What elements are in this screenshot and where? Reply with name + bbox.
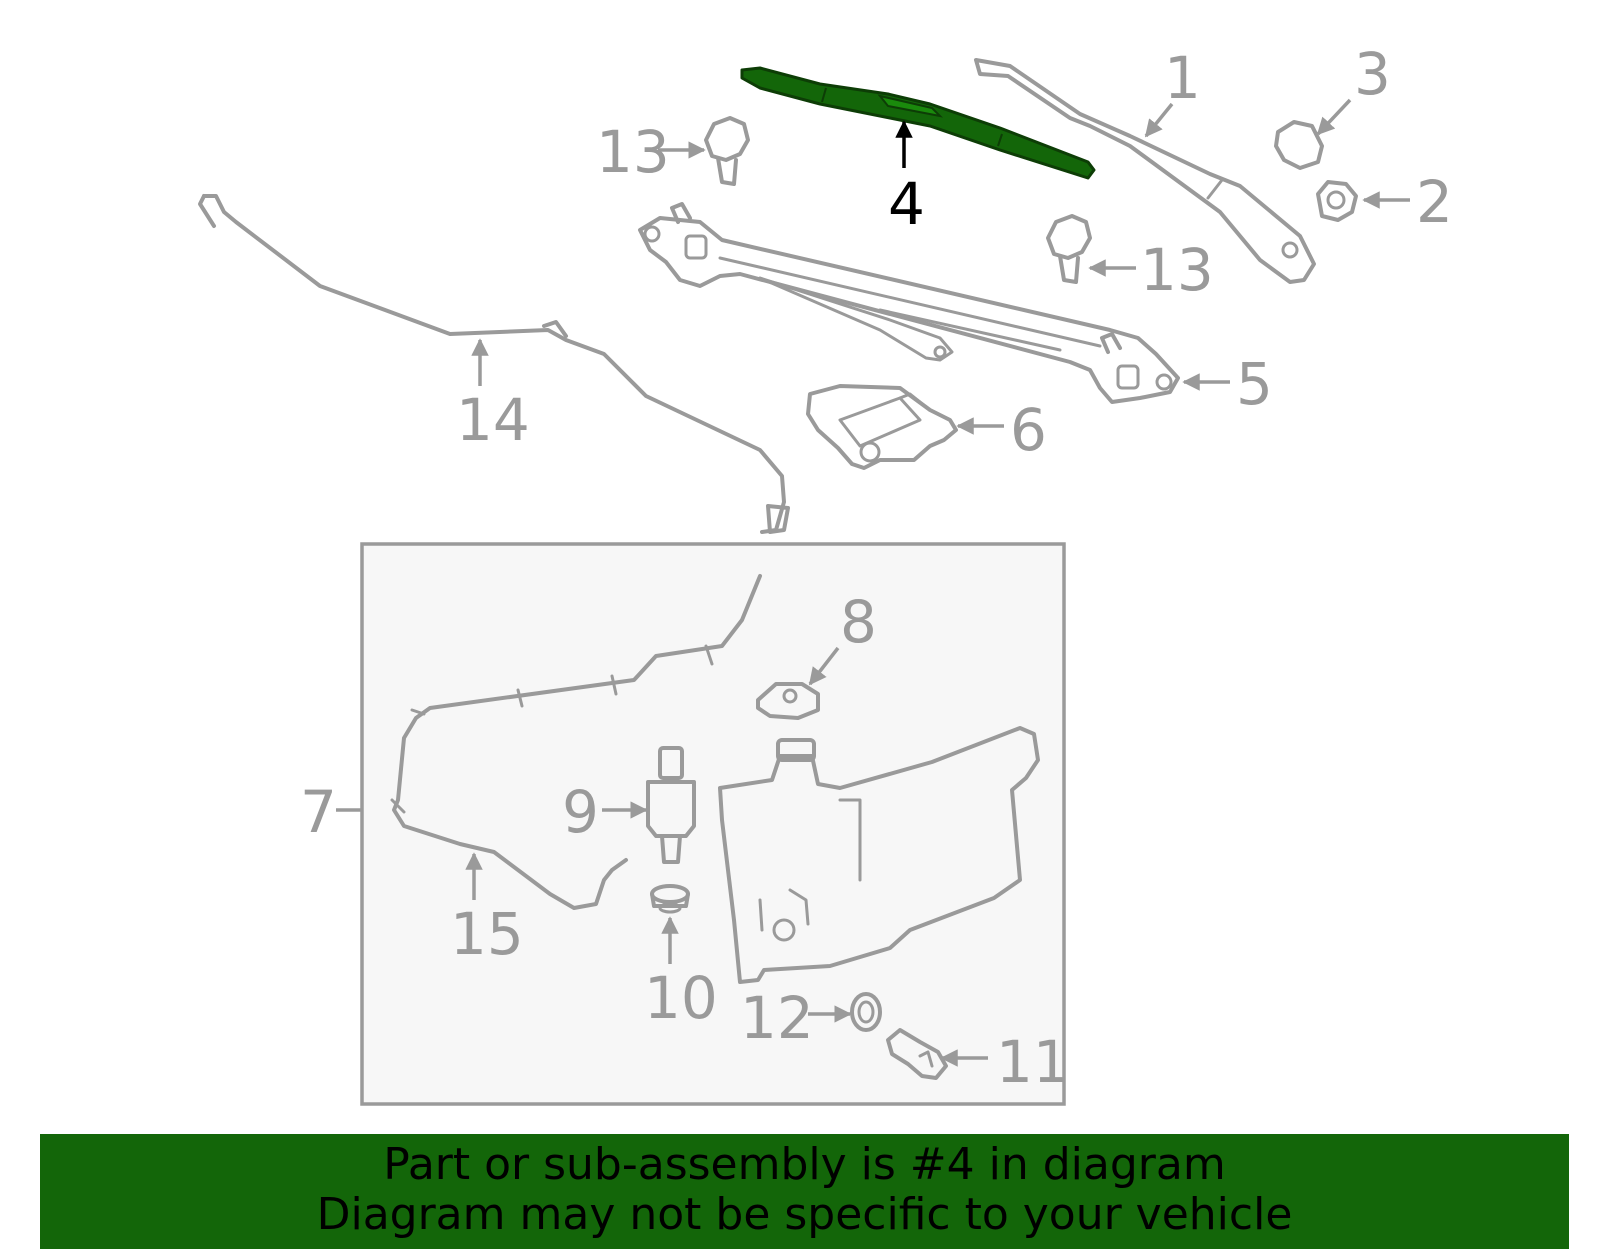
wiper-arm-part-1[interactable] [974,58,1316,284]
callout-11: 11 [996,1028,1070,1096]
callout-12: 12 [740,984,814,1052]
washer-hose-part-15[interactable] [390,574,762,910]
washer-nozzle-part-13-lower[interactable] [1046,214,1092,284]
callout-5: 5 [1236,350,1273,418]
leader-line-8 [808,646,840,686]
callout-14: 14 [456,386,530,454]
leader-line-3 [1316,98,1352,136]
level-sensor-part-11[interactable] [886,1028,948,1080]
washer-nozzle-part-13-upper[interactable] [704,116,750,186]
callout-2: 2 [1416,168,1453,236]
callout-15: 15 [450,900,524,968]
info-banner: Part or sub-assembly is #4 in diagram Di… [40,1134,1569,1249]
wiper-motor-part-6[interactable] [806,384,958,470]
callout-4: 4 [888,170,925,238]
banner-line-disclaimer: Diagram may not be specific to your vehi… [316,1189,1293,1240]
leader-line-1 [1144,102,1174,138]
wiper-blade-part-4[interactable] [740,66,1096,180]
callout-8: 8 [840,588,877,656]
callout-6: 6 [1010,396,1047,464]
wiper-linkage-part-5[interactable] [638,202,1180,404]
washer-hose-part-14[interactable] [198,194,790,534]
banner-line-part-info: Part or sub-assembly is #4 in diagram [383,1139,1226,1190]
callout-10: 10 [644,964,718,1032]
grommet-part-10[interactable] [650,884,690,914]
callout-9: 9 [562,778,599,846]
washer-pump-part-9[interactable] [646,746,696,864]
washer-reservoir-tank[interactable] [718,726,1040,984]
nut-part-2[interactable] [1316,180,1358,222]
callout-13-lower: 13 [1140,236,1214,304]
callout-3: 3 [1354,40,1391,108]
callout-7: 7 [300,778,337,846]
arm-cap-part-3[interactable] [1274,120,1324,170]
callout-1: 1 [1164,44,1201,112]
callout-13-upper: 13 [596,118,670,186]
seal-ring-part-12[interactable] [850,992,882,1032]
reservoir-cap-part-8[interactable] [756,682,820,720]
reservoir-assembly-inset-part-7 [360,542,1066,1106]
